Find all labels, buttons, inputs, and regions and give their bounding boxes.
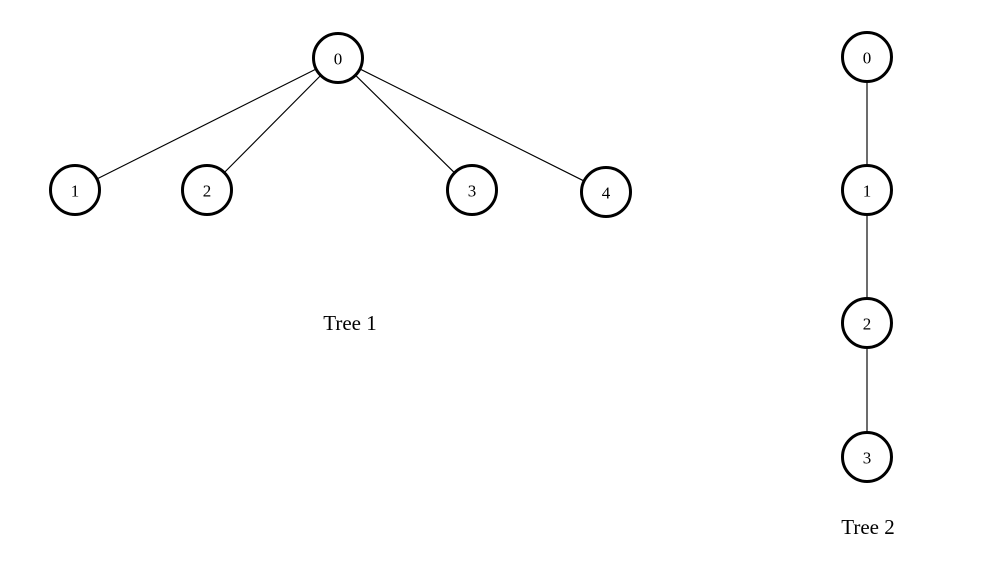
node-circle[interactable] [312, 32, 364, 84]
node-circle[interactable] [49, 164, 101, 216]
node-label: 3 [468, 182, 477, 201]
tree-1-node-1[interactable]: 1 [49, 164, 101, 216]
node-circle[interactable] [181, 164, 233, 216]
node-label: 0 [334, 50, 343, 69]
tree-1-edge-0-4 [359, 68, 585, 182]
tree-2-node-1[interactable]: 1 [841, 164, 893, 216]
node-circle[interactable] [841, 164, 893, 216]
node-circle[interactable] [841, 31, 893, 83]
node-label: 3 [863, 449, 872, 468]
edges-layer [96, 68, 868, 433]
node-label: 0 [863, 49, 872, 68]
node-label: 2 [203, 182, 212, 201]
tree-2-node-3[interactable]: 3 [841, 431, 893, 483]
tree-2-node-2[interactable]: 2 [841, 297, 893, 349]
node-label: 1 [863, 182, 872, 201]
node-circle[interactable] [580, 166, 632, 218]
node-circle[interactable] [446, 164, 498, 216]
tree-1-node-0[interactable]: 0 [312, 32, 364, 84]
node-circle[interactable] [841, 297, 893, 349]
tree-caption-2: Tree 2 [841, 515, 894, 539]
tree-1-edge-0-2 [224, 75, 321, 173]
tree-1-node-4[interactable]: 4 [580, 166, 632, 218]
node-label: 2 [863, 315, 872, 334]
node-circle[interactable] [841, 431, 893, 483]
nodes-layer: 0 1 2 3 4 0 1 2 3 [49, 31, 893, 483]
tree-1-edge-0-3 [355, 74, 455, 174]
captions-layer: Tree 1 Tree 2 [323, 311, 894, 539]
node-label: 4 [602, 184, 611, 203]
node-label: 1 [71, 182, 80, 201]
tree-1-node-2[interactable]: 2 [181, 164, 233, 216]
tree-1-edge-0-1 [96, 68, 317, 180]
tree-caption-1: Tree 1 [323, 311, 376, 335]
tree-1-node-3[interactable]: 3 [446, 164, 498, 216]
tree-2-node-0[interactable]: 0 [841, 31, 893, 83]
